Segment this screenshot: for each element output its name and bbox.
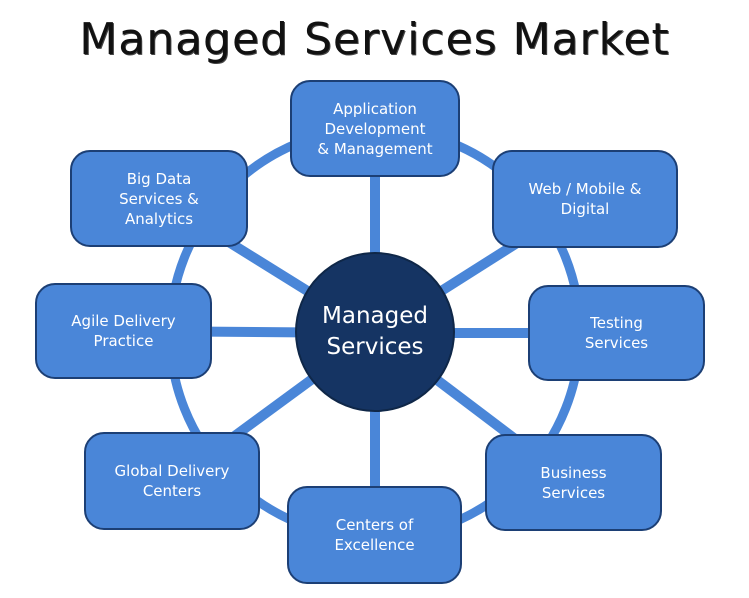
hub-managed-services: Managed Services — [295, 252, 455, 412]
node-global-delivery: Global Delivery Centers — [84, 432, 260, 530]
node-web-mobile: Web / Mobile & Digital — [492, 150, 678, 248]
node-big-data: Big Data Services & Analytics — [70, 150, 248, 247]
node-coe: Centers of Excellence — [287, 486, 462, 584]
node-app-dev: Application Development & Management — [290, 80, 460, 177]
node-testing: Testing Services — [528, 285, 705, 381]
node-business: Business Services — [485, 434, 662, 531]
diagram-title: Managed Services Market — [79, 14, 670, 65]
node-agile: Agile Delivery Practice — [35, 283, 212, 379]
